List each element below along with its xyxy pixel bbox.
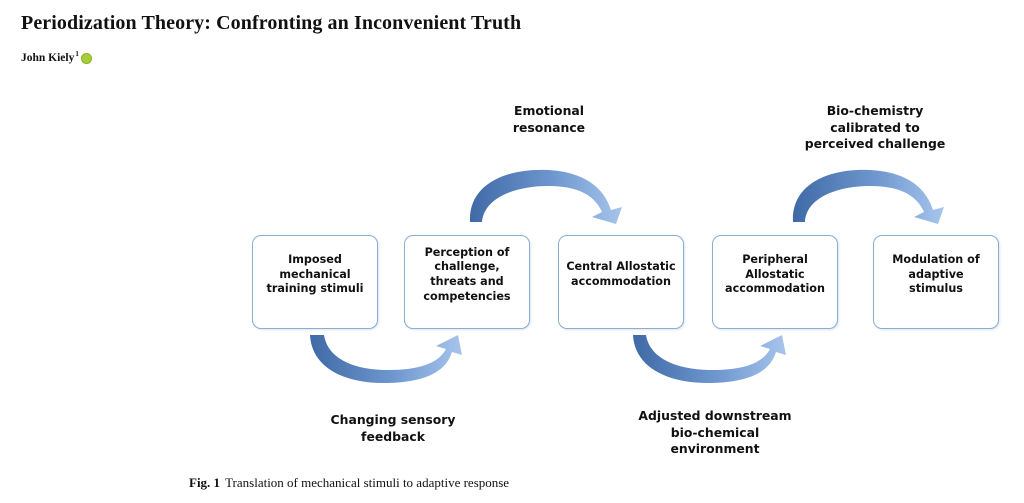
box-peripheral-allostatic: Peripheral Allostatic accommodation [712, 235, 838, 329]
curved-arrow-icon [633, 335, 786, 384]
caption-label: Fig. 1 [189, 475, 221, 490]
box-perception-of-challenge: Perception of challenge, threats and com… [404, 235, 530, 329]
author-affiliation-sup: 1 [75, 50, 79, 58]
label-adjusted-downstream: Adjusted downstream bio-chemical environ… [638, 408, 792, 457]
curved-arrow-icon [469, 169, 622, 224]
caption-text: Translation of mechanical stimuli to ada… [225, 475, 510, 490]
box-central-allostatic: Central Allostatic accommodation [558, 235, 684, 329]
paper-title: Periodization Theory: Confronting an Inc… [21, 12, 522, 34]
label-changing-sensory-feedback: Changing sensory feedback [330, 412, 456, 444]
label-emotional-resonance: Emotional resonance [512, 103, 586, 135]
curved-arrow-icon [310, 335, 462, 384]
box-modulation-adaptive-stimulus: Modulation of adaptive stimulus [873, 235, 999, 329]
label-bio-chemistry: Bio-chemistry calibrated to perceived ch… [804, 103, 946, 152]
box-imposed-mechanical-stimuli: Imposed mechanical training stimuli [252, 235, 378, 329]
orcid-icon[interactable] [80, 53, 92, 64]
author-name[interactable]: John Kiely [21, 52, 75, 64]
curved-arrow-icon [792, 169, 944, 224]
figure-caption: Fig. 1 Translation of mechanical stimuli … [189, 475, 509, 491]
